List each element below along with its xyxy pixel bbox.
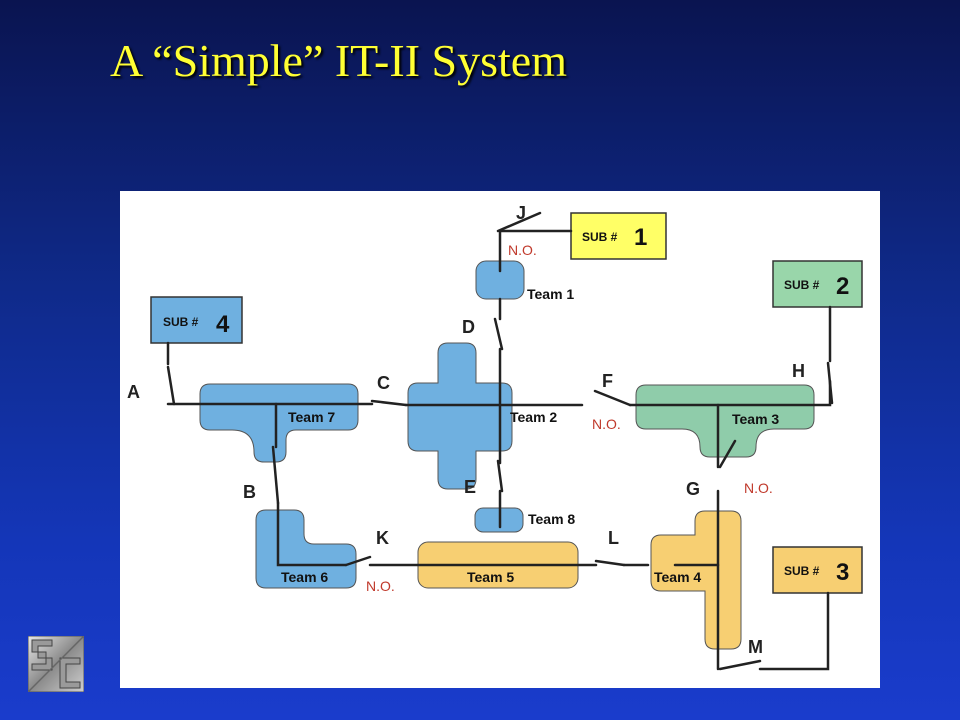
- switch-label-l: L: [608, 528, 619, 548]
- switch-label-f: F: [602, 371, 613, 391]
- switch-labels: A B C D E F G H J K L M: [127, 203, 805, 657]
- team-6-label: Team 6: [281, 569, 328, 585]
- switch-a: [166, 365, 176, 406]
- no-label-j: N.O.: [508, 242, 537, 258]
- no-label-g: N.O.: [744, 480, 773, 496]
- no-label-k: N.O.: [366, 578, 395, 594]
- wires: [166, 229, 832, 671]
- team-3-shape: [635, 384, 815, 458]
- substation-1-number: 1: [634, 224, 647, 251]
- substation-1-prefix: SUB #: [582, 230, 618, 244]
- team-4-label: Team 4: [654, 569, 701, 585]
- substation-4: SUB # 4: [150, 296, 243, 344]
- substation-3-number: 3: [836, 559, 849, 586]
- switch-k: [344, 555, 372, 567]
- substation-2-number: 2: [836, 273, 849, 300]
- substation-4-number: 4: [216, 311, 230, 338]
- team-8-label: Team 8: [528, 511, 575, 527]
- substation-3-prefix: SUB #: [784, 564, 820, 578]
- team-7-label: Team 7: [288, 409, 335, 425]
- team-2-shape: [407, 342, 513, 490]
- team-6-shape: [255, 509, 357, 589]
- switch-l: [594, 559, 626, 567]
- switch-c: [370, 399, 408, 407]
- switch-label-h: H: [792, 361, 805, 381]
- switch-label-m: M: [748, 637, 763, 657]
- it-system-diagram: SUB # 1 SUB # 2 SUB # 3 SUB # 4: [120, 191, 880, 688]
- switch-e: [496, 459, 504, 493]
- team-labels: Team 1 Team 2 Team 3 Team 4 Team 5 Team …: [281, 286, 779, 585]
- switch-label-b: B: [243, 482, 256, 502]
- switch-b: [271, 445, 280, 505]
- no-label-f: N.O.: [592, 416, 621, 432]
- team-3-label: Team 3: [732, 411, 779, 427]
- normally-open-labels: N.O. N.O. N.O. N.O.: [366, 242, 773, 594]
- substation-2-prefix: SUB #: [784, 278, 820, 292]
- switch-j: [496, 211, 542, 233]
- switch-label-a: A: [127, 382, 140, 402]
- switch-f: [593, 389, 632, 407]
- switch-label-g: G: [686, 479, 700, 499]
- substation-1: SUB # 1: [570, 212, 667, 260]
- switch-label-k: K: [376, 528, 389, 548]
- team-5-label: Team 5: [467, 569, 514, 585]
- switches: [166, 211, 834, 671]
- team-1-label: Team 1: [527, 286, 574, 302]
- team-2-label: Team 2: [510, 409, 557, 425]
- switch-g: [718, 439, 737, 469]
- switch-label-e: E: [464, 477, 476, 497]
- company-logo: [28, 636, 84, 692]
- switch-d: [493, 317, 504, 351]
- switch-h: [826, 361, 834, 405]
- switch-label-d: D: [462, 317, 475, 337]
- substation-2: SUB # 2: [772, 260, 863, 308]
- switch-label-c: C: [377, 373, 390, 393]
- substation-3: SUB # 3: [772, 546, 863, 594]
- switch-m: [718, 659, 762, 671]
- switch-label-j: J: [516, 203, 526, 223]
- slide-title: A “Simple” IT-II System: [110, 35, 567, 86]
- substation-4-prefix: SUB #: [163, 315, 199, 329]
